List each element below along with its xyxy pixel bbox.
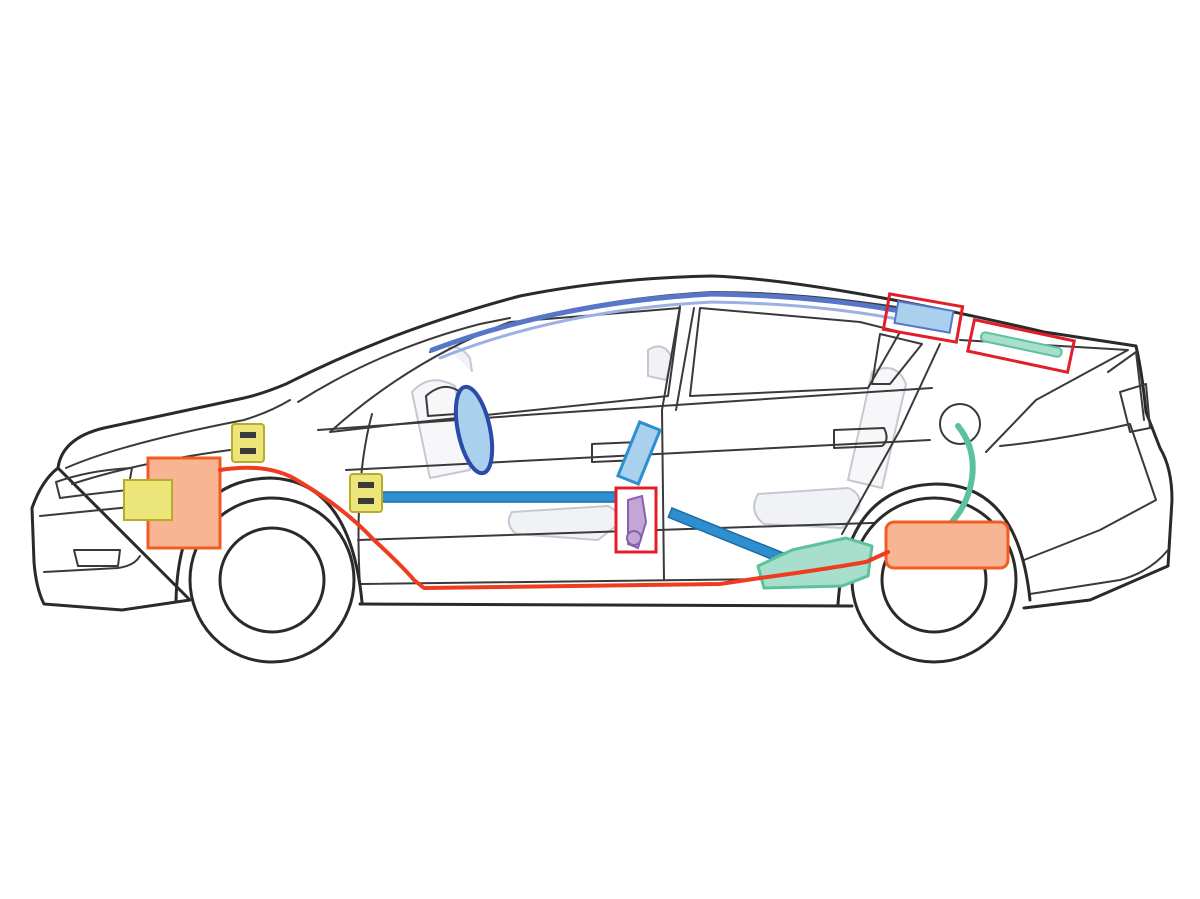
hood-line xyxy=(65,399,291,469)
components xyxy=(123,291,1076,590)
hatch-spoiler xyxy=(1107,351,1145,421)
front-side-bar xyxy=(379,491,629,503)
front-sensor-icon xyxy=(231,423,265,463)
windshield xyxy=(297,317,511,403)
pillar-sensor-dot xyxy=(626,530,642,546)
roof-rail-blue xyxy=(429,291,947,353)
front-rim xyxy=(218,526,326,634)
rear-door-handle xyxy=(833,427,888,449)
pillar-module xyxy=(615,420,663,486)
airbag-icon xyxy=(453,384,495,476)
rear-green-hose xyxy=(941,423,976,533)
door-sensor-icon xyxy=(349,473,383,513)
roof-rear-module xyxy=(893,300,955,334)
rear-seat-cushion xyxy=(753,487,861,529)
door-belt-line xyxy=(317,387,933,431)
rear-strip-green xyxy=(980,331,1063,358)
fuel-cap xyxy=(939,403,981,445)
hood-crease xyxy=(71,449,231,485)
b-pillar xyxy=(661,305,695,581)
headlight xyxy=(55,467,133,499)
body-silhouette xyxy=(30,274,1174,612)
front-grille xyxy=(73,549,121,567)
wiring-harness xyxy=(218,465,890,590)
roof-rail-blue-inner xyxy=(438,300,942,360)
rear-window xyxy=(689,307,901,397)
c-pillar xyxy=(841,343,941,535)
rear-bumper xyxy=(1029,549,1169,595)
rear-lamp xyxy=(1119,383,1151,433)
battery-pack-icon xyxy=(884,520,1010,570)
rear-strip-red-frame xyxy=(966,317,1076,375)
hatch-glass xyxy=(959,339,1129,453)
rear-body-line xyxy=(999,423,1157,561)
rear-quarter-window xyxy=(871,333,923,385)
roof-rear-red-frame xyxy=(881,292,965,344)
front-control-module xyxy=(123,479,173,521)
